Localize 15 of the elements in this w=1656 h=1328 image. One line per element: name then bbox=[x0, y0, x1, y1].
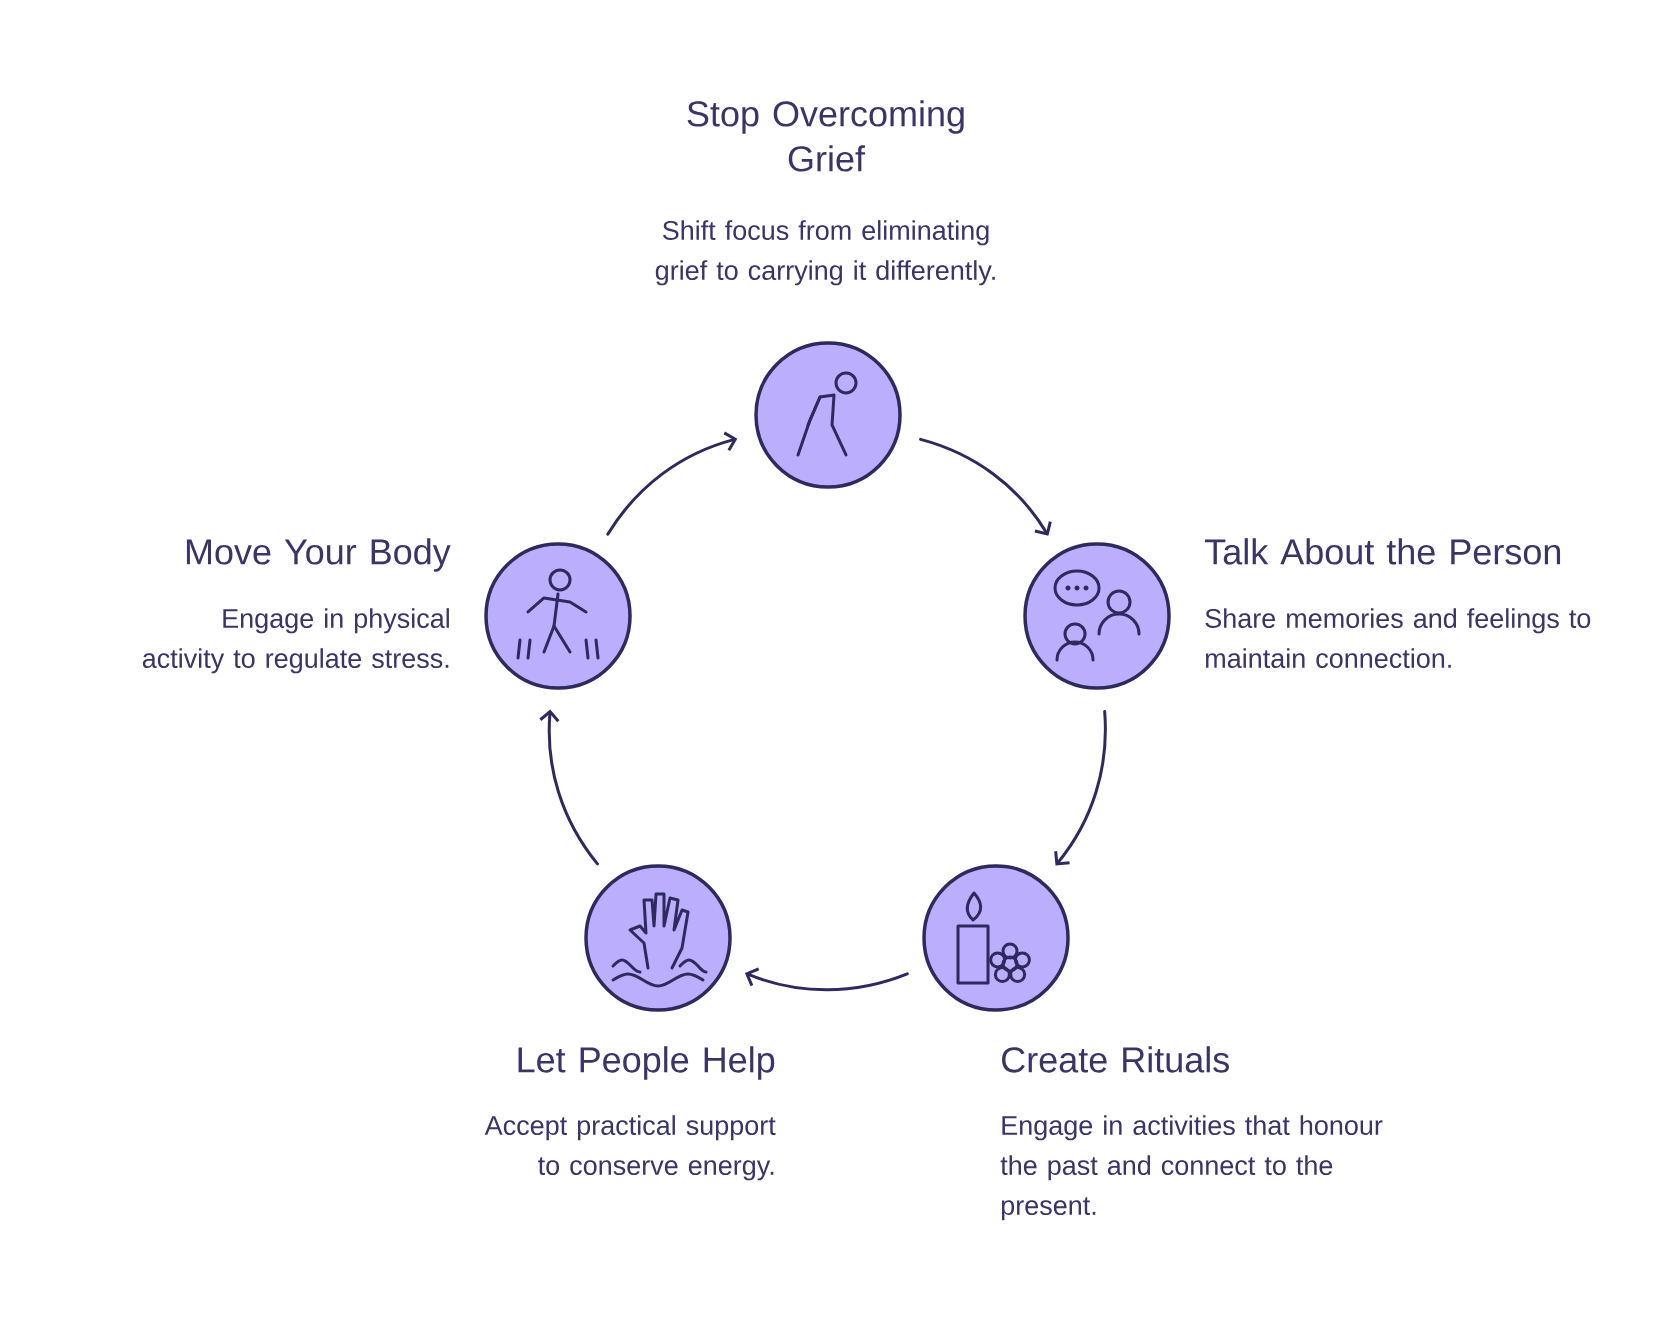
step-title: Let People Help bbox=[518, 1046, 775, 1080]
arrow bbox=[744, 967, 909, 992]
step-title: Talk About the Person bbox=[1205, 538, 1561, 565]
step-description: Engage in activities that honour the past and connect to the present. bbox=[1000, 1115, 1383, 1221]
arrow bbox=[606, 431, 738, 536]
step-title: Move Your Body bbox=[186, 538, 451, 572]
step-description: Shift focus from eliminating grief to carrying it differently. bbox=[655, 220, 995, 286]
step-description: Share memories and feelings to maintain connection. bbox=[1205, 608, 1591, 668]
arrow bbox=[539, 709, 599, 866]
arrow bbox=[1054, 709, 1107, 866]
step-description: Accept practical support to conserve energy. bbox=[484, 1115, 776, 1181]
arrow bbox=[919, 437, 1052, 536]
step-title: Stop Overcoming Grief bbox=[687, 100, 964, 172]
step-description: Engage in physical activity to regulate stress. bbox=[142, 608, 449, 674]
step-title: Create Rituals bbox=[1002, 1046, 1229, 1073]
